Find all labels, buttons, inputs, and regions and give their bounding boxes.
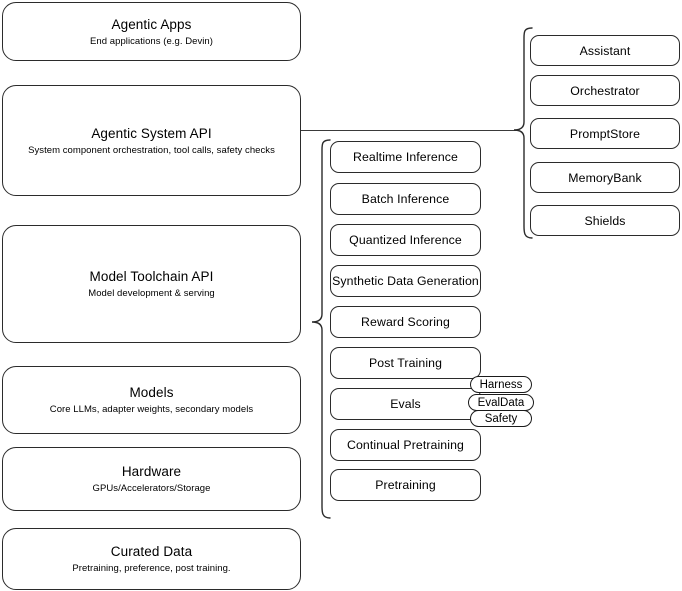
layer-agentic-apps[interactable]: Agentic Apps End applications (e.g. Devi… <box>2 2 301 61</box>
item-shields[interactable]: Shields <box>530 205 680 236</box>
item-quantized-inference[interactable]: Quantized Inference <box>330 224 481 256</box>
layer-model-toolchain-api[interactable]: Model Toolchain API Model development & … <box>2 225 301 343</box>
item-reward-scoring[interactable]: Reward Scoring <box>330 306 481 338</box>
layer-title: Model Toolchain API <box>89 269 214 284</box>
item-realtime-inference[interactable]: Realtime Inference <box>330 141 481 173</box>
layer-subtitle: Core LLMs, adapter weights, secondary mo… <box>49 404 254 415</box>
layer-subtitle: End applications (e.g. Devin) <box>90 35 213 47</box>
layer-agentic-system-api[interactable]: Agentic System API System component orch… <box>2 85 301 196</box>
layer-title: Models <box>129 385 174 400</box>
badge-evaldata[interactable]: EvalData <box>468 394 534 411</box>
item-continual-pretraining[interactable]: Continual Pretraining <box>330 429 481 461</box>
layer-subtitle: GPUs/Accelerators/Storage <box>92 483 211 494</box>
layer-subtitle: System component orchestration, tool cal… <box>28 144 275 156</box>
layer-title: Agentic Apps <box>111 16 192 32</box>
layer-models[interactable]: Models Core LLMs, adapter weights, secon… <box>2 366 301 434</box>
layer-subtitle: Pretraining, preference, post training. <box>72 563 231 574</box>
toolchain-brace <box>310 138 332 520</box>
layer-title: Hardware <box>121 464 182 479</box>
item-orchestrator[interactable]: Orchestrator <box>530 75 680 106</box>
system-components-brace <box>512 26 534 240</box>
item-evals[interactable]: Evals <box>330 388 481 420</box>
item-memorybank[interactable]: MemoryBank <box>530 162 680 193</box>
item-post-training[interactable]: Post Training <box>330 347 481 379</box>
item-batch-inference[interactable]: Batch Inference <box>330 183 481 215</box>
layer-subtitle: Model development & serving <box>88 288 215 299</box>
connector-system-api-to-components <box>301 130 518 132</box>
layer-title: Curated Data <box>110 544 193 559</box>
item-promptstore[interactable]: PromptStore <box>530 118 680 149</box>
layer-title: Agentic System API <box>91 125 212 141</box>
item-synthetic-data-generation[interactable]: Synthetic Data Generation <box>330 265 481 297</box>
layer-hardware[interactable]: Hardware GPUs/Accelerators/Storage <box>2 447 301 511</box>
badge-harness[interactable]: Harness <box>470 376 532 393</box>
badge-safety[interactable]: Safety <box>470 410 532 427</box>
item-pretraining[interactable]: Pretraining <box>330 469 481 501</box>
item-assistant[interactable]: Assistant <box>530 35 680 66</box>
layer-curated-data[interactable]: Curated Data Pretraining, preference, po… <box>2 528 301 590</box>
